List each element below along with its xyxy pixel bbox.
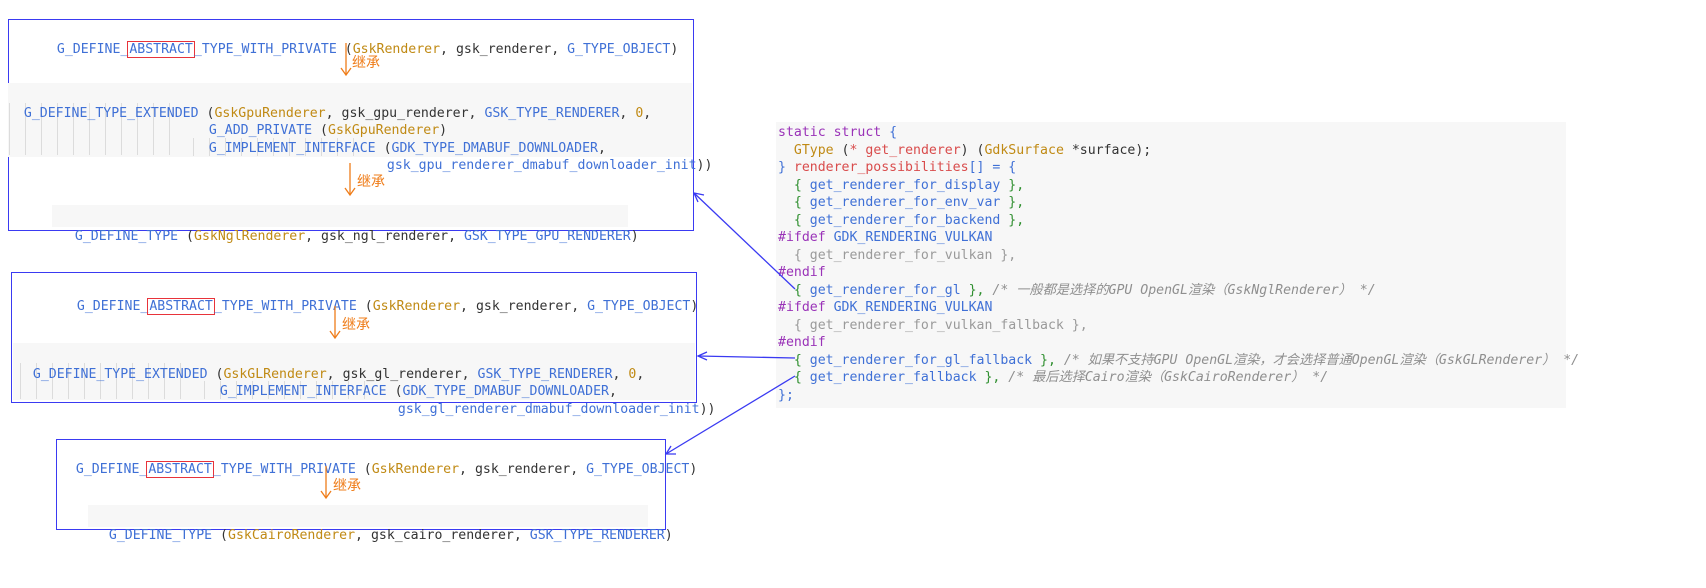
abstract-highlight: ABSTRACT [127, 41, 195, 58]
gl-renderer-chain-panel [11, 272, 697, 403]
gl-downloader-init-line: gsk_gl_renderer_dmabuf_downloader_init)) [397, 402, 716, 417]
gsk-gpu-renderer-define-line: G_DEFINE_TYPE_EXTENDED (GskGpuRenderer, … [23, 106, 652, 121]
code-line-entry-env-var: { get_renderer_for_env_var }, [793, 195, 1025, 210]
gl-fallback-to-gl-arrowhead [696, 351, 708, 361]
cairo-renderer-chain-panel [56, 439, 666, 530]
gsk-ngl-renderer-define-line: G_DEFINE_TYPE (GskNglRenderer, gsk_ngl_r… [74, 229, 639, 244]
code-line-ifdef-vulkan: #ifdef GDK_RENDERING_VULKAN [778, 300, 993, 315]
abstract-highlight: ABSTRACT [146, 461, 214, 478]
code-line-ifdef-vulkan: #ifdef GDK_RENDERING_VULKAN [778, 230, 993, 245]
cairo-code-background [88, 505, 648, 527]
gl-to-ngl-arrowhead [692, 192, 705, 203]
code-line-entry-backend: { get_renderer_for_backend }, [793, 213, 1025, 228]
gsk-renderer-define-line: G_DEFINE_ABSTRACT_TYPE_WITH_PRIVATE (Gsk… [75, 461, 698, 478]
code-line-array-close: }; [778, 388, 794, 403]
code-line-entry-gl-fallback: { get_renderer_for_gl_fallback }, /* 如果不… [793, 353, 1580, 368]
abstract-highlight: ABSTRACT [147, 298, 215, 315]
code-line-array-decl: } renderer_possibilities[] = { [778, 160, 1017, 175]
code-line-entry-vulkan-fallback: { get_renderer_for_vulkan_fallback }, [793, 318, 1088, 333]
code-line-entry-display: { get_renderer_for_display }, [793, 178, 1025, 193]
ngl-code-background [52, 205, 628, 227]
indent-guides [204, 381, 380, 399]
code-line-endif: #endif [778, 335, 826, 350]
inherit-label: 继承 [357, 174, 385, 190]
indent-guides [193, 138, 369, 156]
gl-implement-interface-line: G_IMPLEMENT_INTERFACE (GDK_TYPE_DMABUF_D… [219, 384, 617, 399]
code-line-endif: #endif [778, 265, 826, 280]
gpu-add-private-line: G_ADD_PRIVATE (GskGpuRenderer) [208, 123, 448, 138]
code-line-entry-vulkan: { get_renderer_for_vulkan }, [793, 248, 1017, 263]
code-line-get-renderer-decl: GType (* get_renderer) (GdkSurface *surf… [793, 143, 1152, 158]
gsk-renderer-define-line: G_DEFINE_ABSTRACT_TYPE_WITH_PRIVATE (Gsk… [76, 298, 699, 315]
gsk-gl-renderer-define-line: G_DEFINE_TYPE_EXTENDED (GskGLRenderer, g… [32, 367, 645, 382]
gpu-implement-interface-line: G_IMPLEMENT_INTERFACE (GDK_TYPE_DMABUF_D… [208, 141, 606, 156]
gsk-cairo-renderer-define-line: G_DEFINE_TYPE (GskCairoRenderer, gsk_cai… [108, 528, 673, 543]
indent-guides [20, 363, 196, 399]
code-line-entry-gl: { get_renderer_for_gl }, /* 一般都是选择的GPU O… [793, 283, 1376, 298]
renderer-possibilities-code-block [776, 122, 1566, 408]
code-line-entry-fallback: { get_renderer_fallback }, /* 最后选择Cairo渲… [793, 370, 1329, 385]
indent-guides [9, 103, 185, 155]
inherit-label: 继承 [342, 317, 370, 333]
inherit-label: 继承 [352, 55, 380, 71]
gsk-renderer-define-line: G_DEFINE_ABSTRACT_TYPE_WITH_PRIVATE (Gsk… [56, 41, 679, 58]
inherit-label: 继承 [333, 478, 361, 494]
code-line-struct-open: static struct { [778, 125, 898, 140]
gpu-downloader-init-line: gsk_gpu_renderer_dmabuf_downloader_init)… [386, 158, 713, 173]
